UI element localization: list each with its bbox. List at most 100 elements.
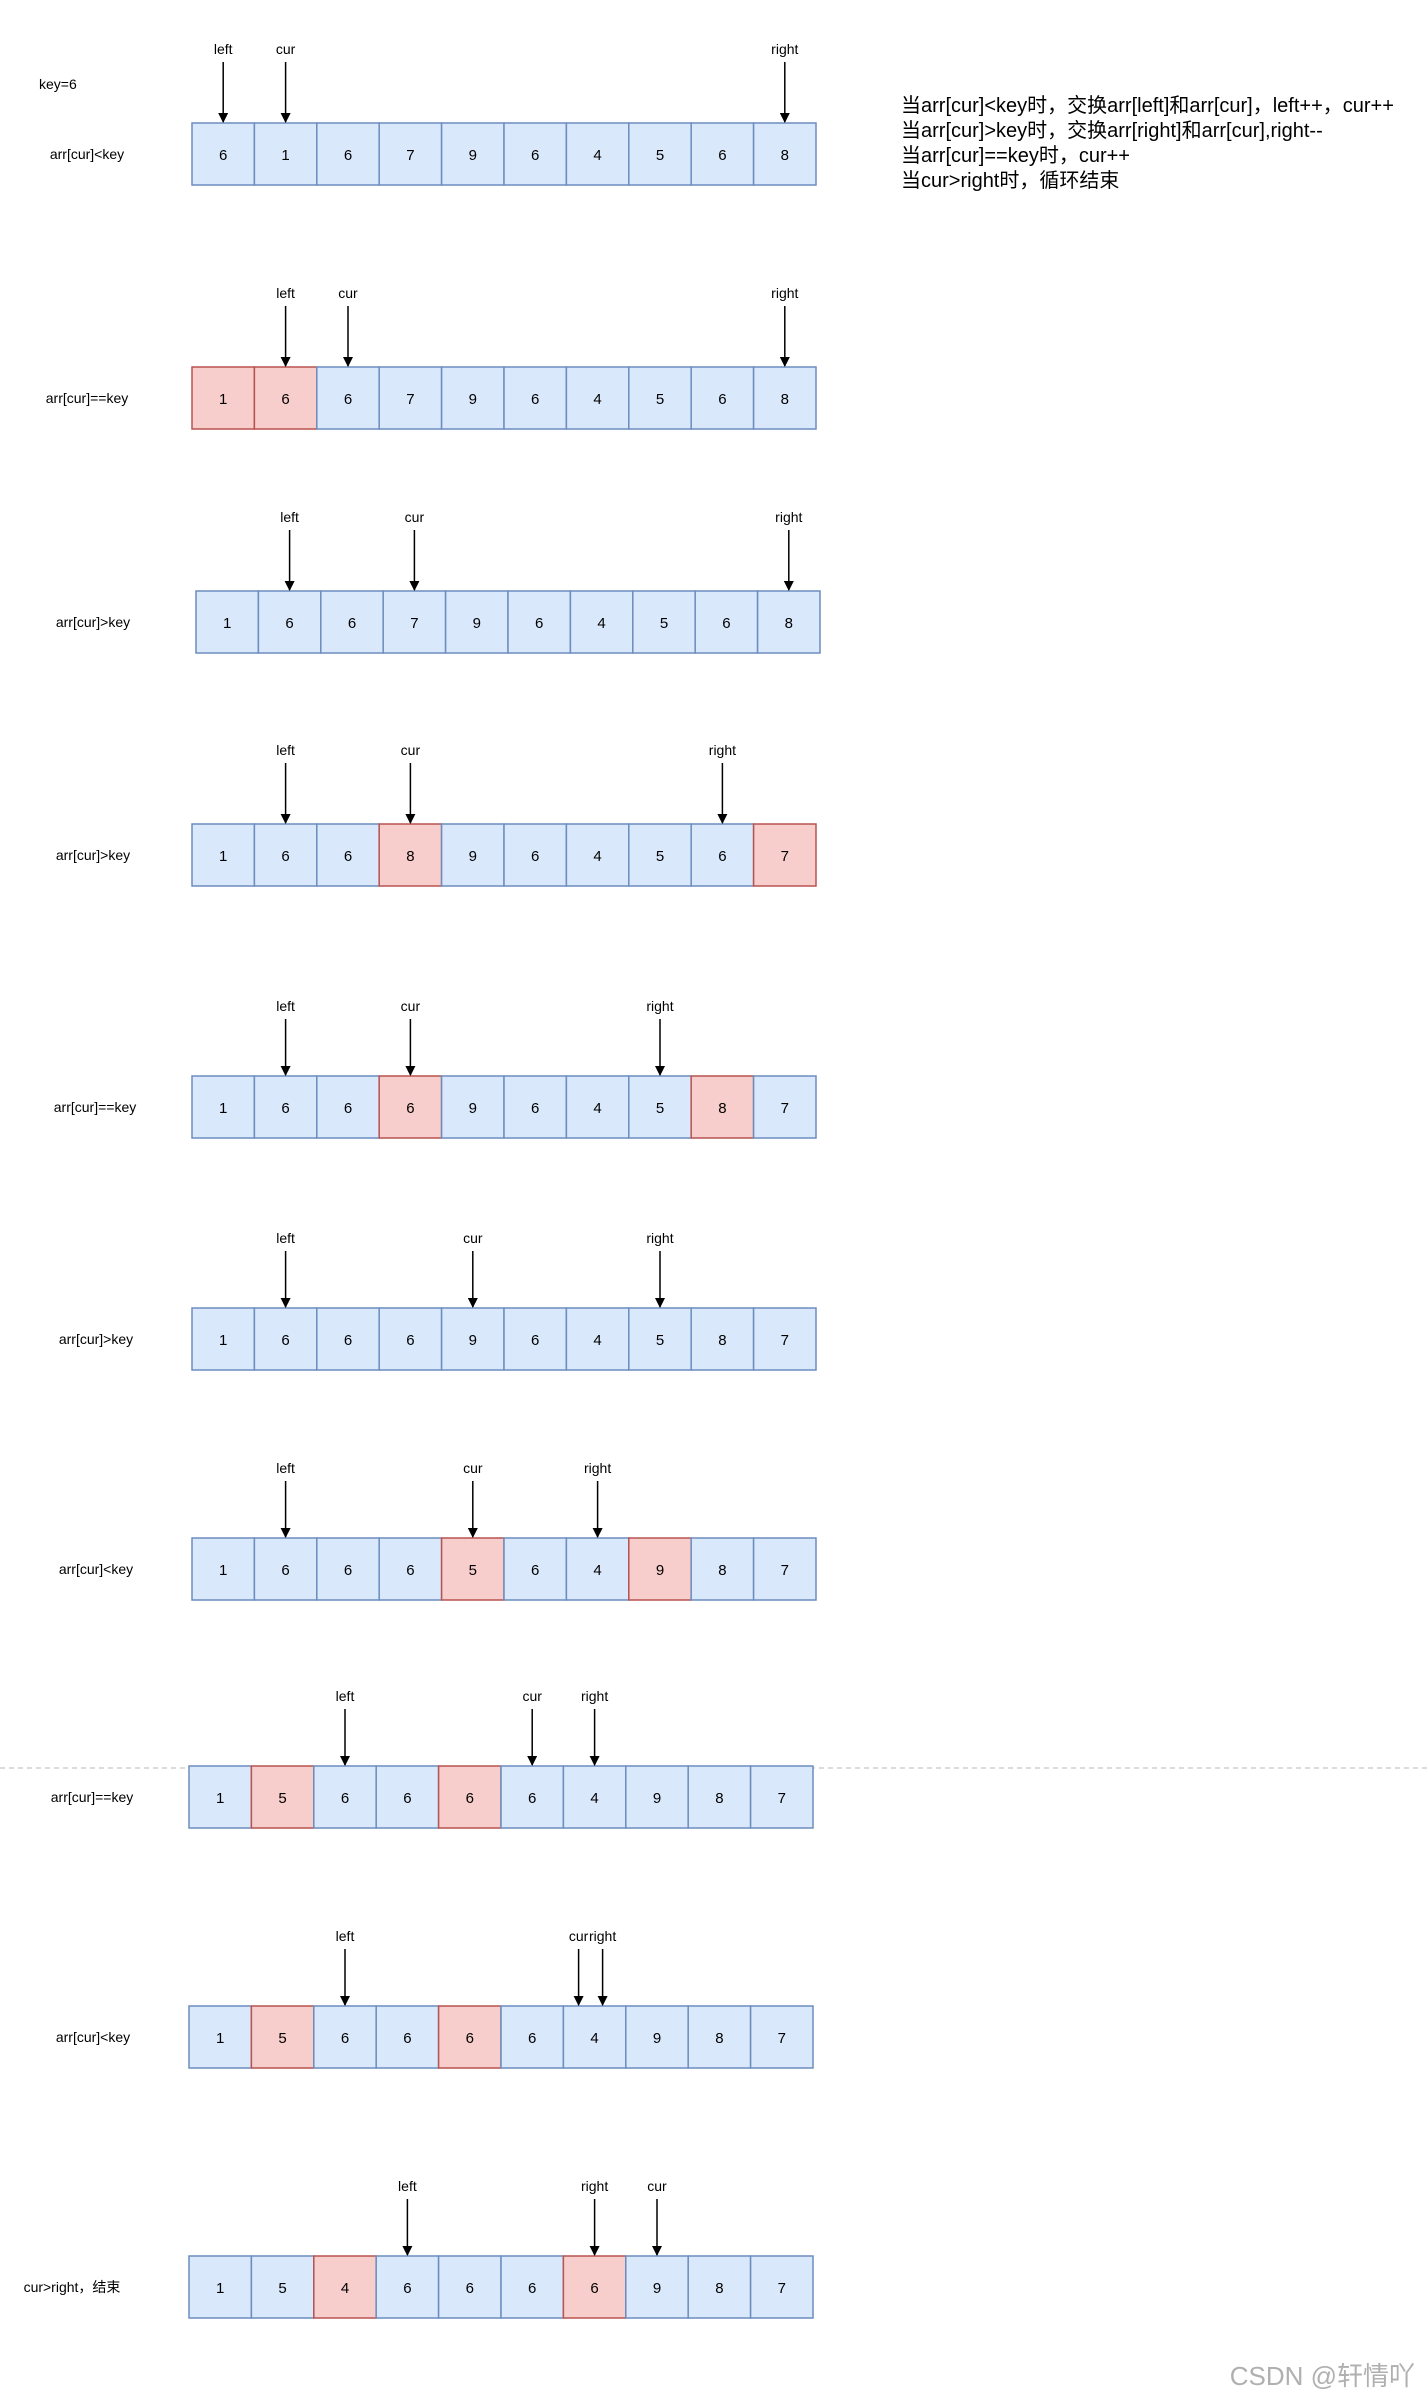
array-cell [316,823,380,887]
array-cell [188,2005,253,2069]
array-cell [690,1307,755,1371]
array-cell-value: 7 [406,391,414,408]
array-cell [378,366,443,430]
right-pointer-label: right [771,41,798,57]
array-cell-value: 6 [718,147,726,164]
array-cell [565,1307,630,1371]
array-cell [253,1075,318,1139]
array-cell [378,1537,443,1601]
array-cell-value: 5 [656,391,664,408]
array-cell [375,2005,440,2069]
array-cell [752,122,817,186]
key-label: key=6 [39,76,77,92]
rules-text: 当arr[cur]<key时，交换arr[left]和arr[cur]，left… [901,94,1394,194]
array-cell-value: 8 [406,848,414,865]
step-label: arr[cur]==key [51,1789,133,1805]
array-cell-value: 9 [469,147,477,164]
left-pointer-label: left [276,1460,295,1476]
array-cell-highlighted [752,823,817,887]
array-cell-value: 1 [216,2030,224,2047]
array-cell-value: 6 [281,391,289,408]
array-cell-value: 8 [781,391,789,408]
right-pointer-label: right [775,509,802,525]
array-cell-value: 6 [406,1562,414,1579]
array-cell-value: 6 [403,2280,411,2297]
array-cell [375,1765,440,1829]
array-cell-value: 8 [781,147,789,164]
array-cell-value: 6 [281,848,289,865]
array-cell [752,366,817,430]
array-cell-value: 1 [223,615,231,632]
array-cell-value: 5 [656,1100,664,1117]
array-cell [752,1307,817,1371]
array-cell-value: 6 [466,1790,474,1807]
array-cell-value: 6 [531,1332,539,1349]
array-cell-value: 6 [718,391,726,408]
array-cell [628,366,692,430]
array-cell [756,590,821,654]
right-pointer-label: right [646,1230,673,1246]
array-cell [440,823,505,887]
array-cell-highlighted [628,1537,692,1601]
array-cell [752,1075,817,1139]
array-cell-value: 6 [344,391,352,408]
array-cell-value: 7 [781,848,789,865]
array-cell [253,1307,318,1371]
array-cell-value: 5 [656,147,664,164]
array-cell-value: 4 [590,1790,598,1807]
array-cell [378,1307,443,1371]
array-cell-value: 9 [473,615,481,632]
array-cell [500,2005,565,2069]
array-cell [628,1307,692,1371]
array-cell-value: 9 [656,1562,664,1579]
step-label: arr[cur]>key [59,1331,133,1347]
rule-line: 当arr[cur]==key时，cur++ [901,145,1130,167]
array-cell-value: 4 [341,2280,349,2297]
array-cell-value: 6 [718,848,726,865]
array-cell-value: 1 [219,1100,227,1117]
step-label: arr[cur]==key [46,390,128,406]
array-cell-highlighted [437,2005,502,2069]
array-cell [632,590,696,654]
array-cell-highlighted [378,1075,443,1139]
left-pointer-label: left [276,742,295,758]
array-cell-value: 6 [406,1100,414,1117]
array-cell [690,366,755,430]
array-cell-value: 7 [406,147,414,164]
array-cell-value: 6 [528,1790,536,1807]
step-label: arr[cur]<key [59,1561,133,1577]
array-cell-value: 6 [344,1100,352,1117]
step-label: arr[cur]>key [56,614,130,630]
array-cell [507,590,572,654]
array-cell-value: 1 [216,1790,224,1807]
array-cell [687,2005,752,2069]
array-cell-value: 6 [528,2030,536,2047]
array-cell [749,1765,814,1829]
array-cell-value: 6 [466,2280,474,2297]
cur-pointer-label: cur [647,2178,667,2194]
array-cell-value: 9 [653,2280,661,2297]
cur-pointer-label: cur [463,1230,483,1246]
left-pointer-label: left [398,2178,417,2194]
array-cell [500,2255,565,2319]
array-cell-value: 8 [718,1332,726,1349]
cur-pointer-label: cur [405,509,425,525]
array-cell-value: 6 [590,2280,598,2297]
array-cell [375,2255,440,2319]
step-label: arr[cur]==key [54,1099,136,1115]
array-cell-value: 9 [653,2030,661,2047]
rule-line: 当arr[cur]>key时，交换arr[right]和arr[cur],rig… [901,120,1323,142]
array-cell-value: 7 [781,1100,789,1117]
array-cell-value: 8 [718,1562,726,1579]
array-cell [749,2255,814,2319]
array-cell-value: 8 [715,2280,723,2297]
array-cell-value: 8 [715,1790,723,1807]
array-cell-value: 9 [653,1790,661,1807]
